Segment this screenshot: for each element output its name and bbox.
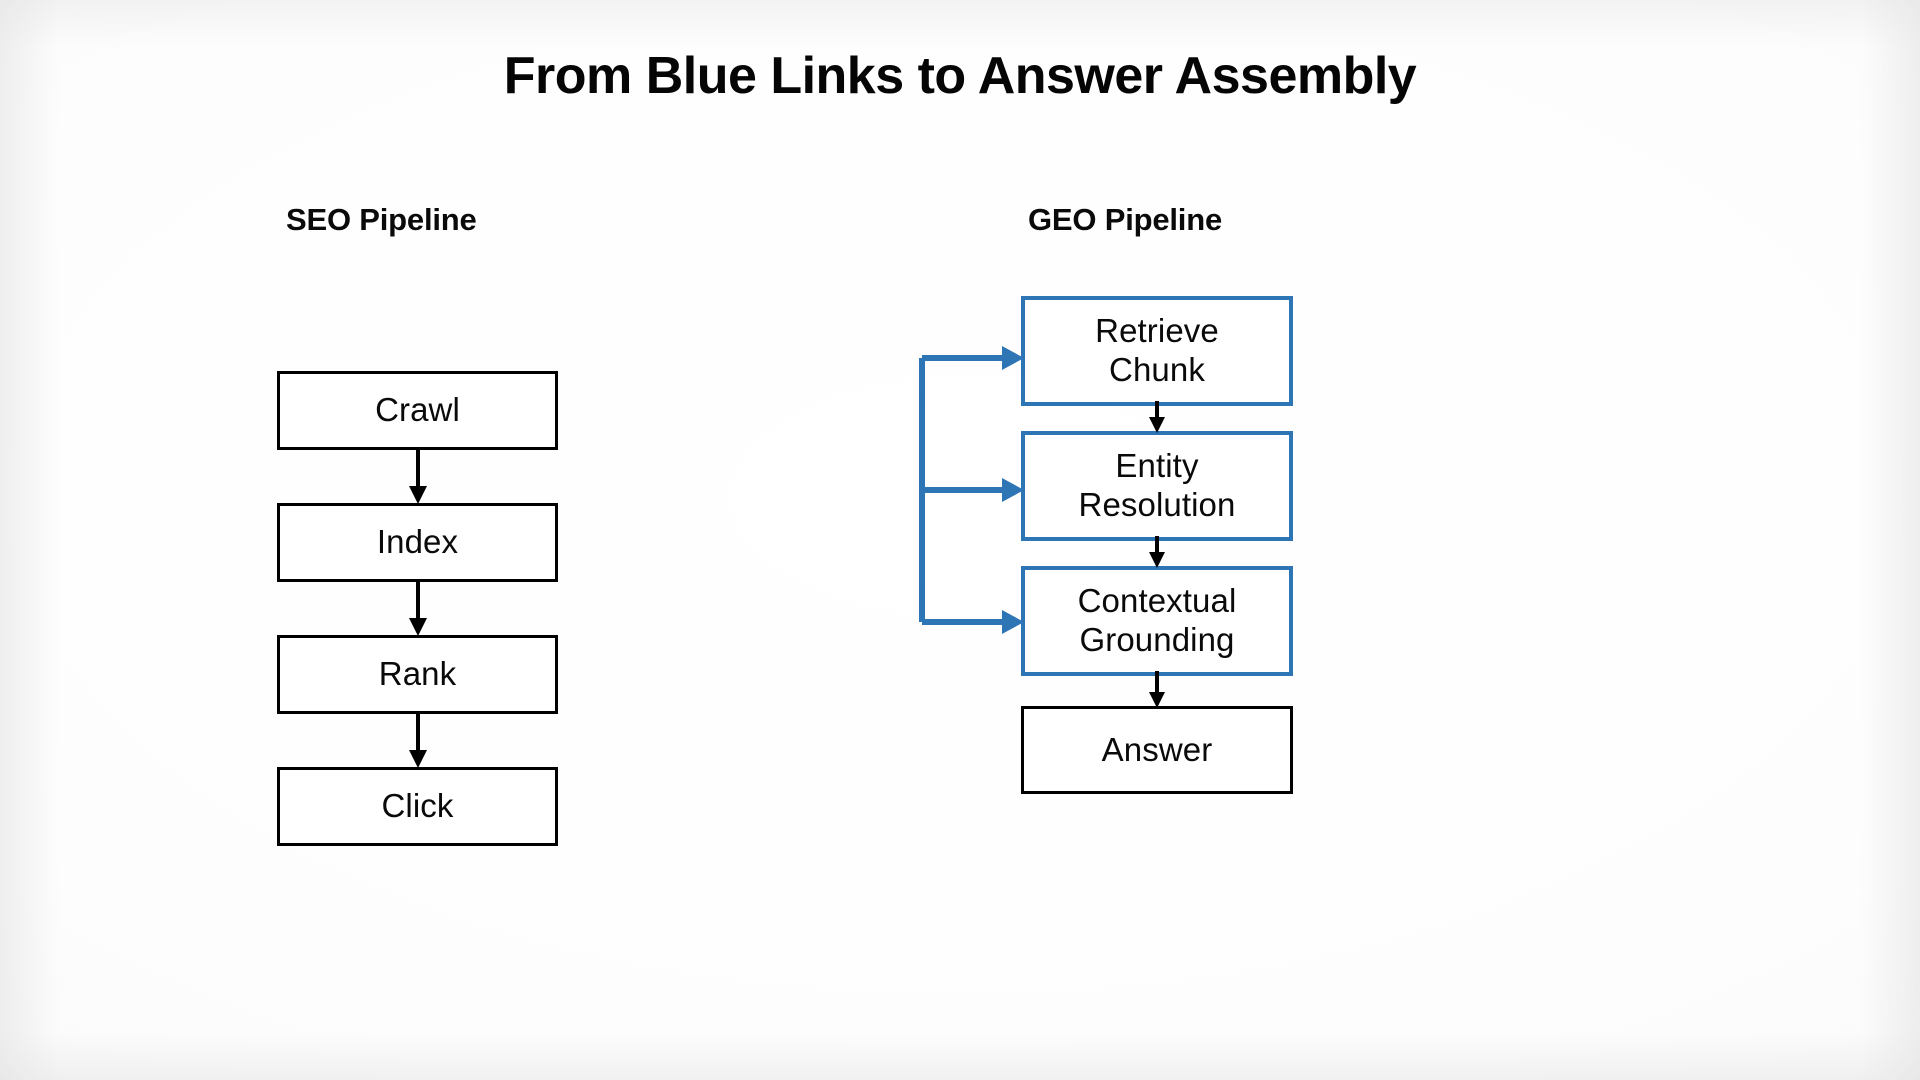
- geo-arrow-contextual-to-answer: [1134, 671, 1180, 710]
- seo-node-rank[interactable]: Rank: [277, 635, 558, 714]
- geo-node-retrieve-chunk[interactable]: Retrieve Chunk: [1021, 296, 1293, 406]
- geo-node-retrieve-chunk-line2: Chunk: [1109, 351, 1205, 388]
- geo-node-contextual-grounding[interactable]: Contextual Grounding: [1021, 566, 1293, 676]
- geo-node-entity-resolution-line2: Resolution: [1078, 486, 1236, 523]
- geo-node-retrieve-chunk-line1: Retrieve: [1095, 312, 1219, 350]
- seo-arrow-index-to-rank: [395, 580, 441, 638]
- geo-node-contextual-grounding-line1: Contextual: [1077, 582, 1237, 620]
- page-title: From Blue Links to Answer Assembly: [503, 47, 1417, 105]
- seo-node-index[interactable]: Index: [277, 503, 558, 582]
- geo-node-entity-resolution-line1: Entity: [1115, 447, 1199, 485]
- geo-arrow-entity-to-contextual: [1134, 536, 1180, 570]
- geo-node-contextual-grounding-line2: Grounding: [1079, 621, 1235, 658]
- geo-arrow-retrieve-to-entity: [1134, 401, 1180, 435]
- seo-node-click[interactable]: Click: [277, 767, 558, 846]
- seo-arrow-rank-to-click: [395, 712, 441, 770]
- seo-node-crawl[interactable]: Crawl: [277, 371, 558, 450]
- geo-node-entity-resolution[interactable]: Entity Resolution: [1021, 431, 1293, 541]
- column-heading-geo: GEO Pipeline: [1028, 202, 1222, 237]
- seo-arrow-crawl-to-index: [395, 448, 441, 506]
- column-heading-seo: SEO Pipeline: [286, 202, 477, 237]
- geo-node-answer[interactable]: Answer: [1021, 706, 1293, 794]
